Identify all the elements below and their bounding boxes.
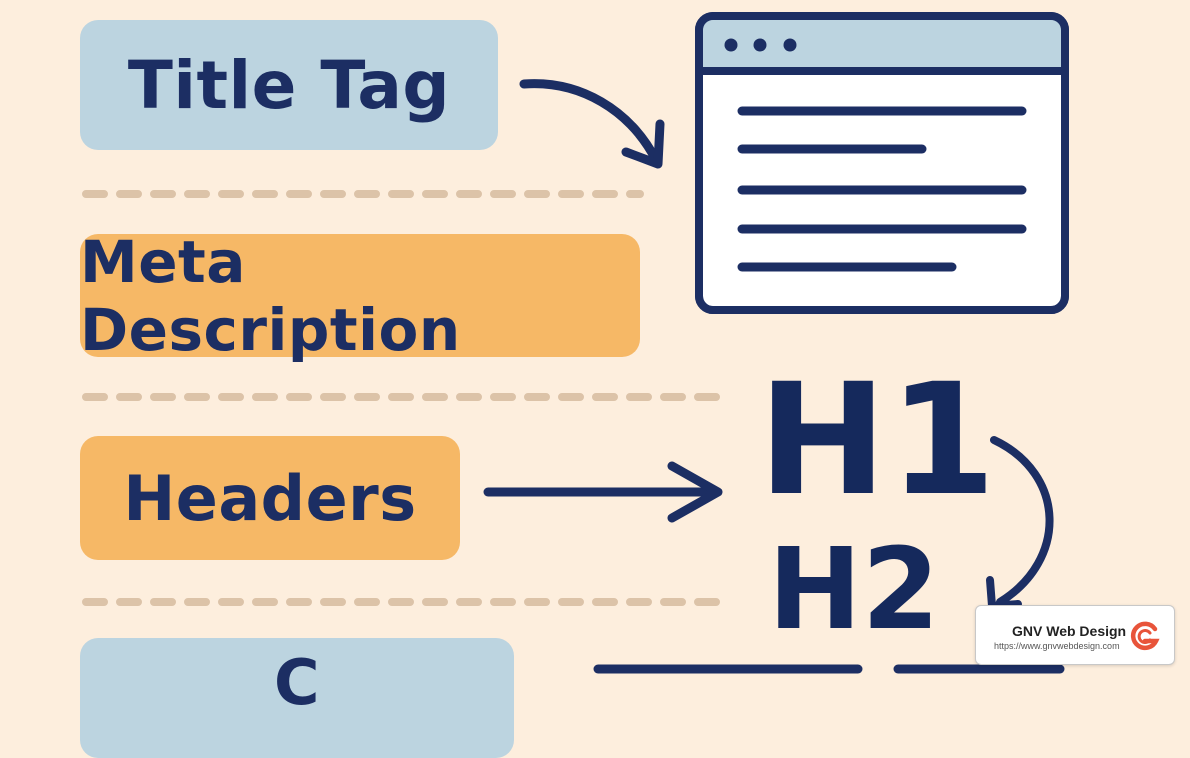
headers-pill: Headers [80,436,460,560]
meta-description-label: Meta Description [80,227,461,364]
h1-heading: H1 [758,351,999,530]
title-tag-label: Title Tag [127,46,451,124]
curved-arrow-icon [519,79,665,169]
brand-badge[interactable]: GNV Web Design https://www.gnvwebdesign.… [975,605,1175,665]
meta-description-pill: Meta Description [80,228,640,364]
illustration-layer [483,12,1069,674]
seo-diagram: Title Tag Meta Description Headers C [80,12,1175,758]
divider-lines [82,190,724,606]
g-logo-icon [1130,621,1160,651]
headers-label: Headers [123,461,417,535]
straight-arrow-icon [483,461,723,523]
title-tag-pill: Title Tag [80,20,498,150]
brand-name: GNV Web Design [1012,623,1127,639]
h2-heading: H2 [768,525,940,655]
browser-window-icon [695,12,1069,314]
brand-url: https://www.gnvwebdesign.com [994,641,1120,651]
curved-return-arrow-icon [986,436,1054,610]
